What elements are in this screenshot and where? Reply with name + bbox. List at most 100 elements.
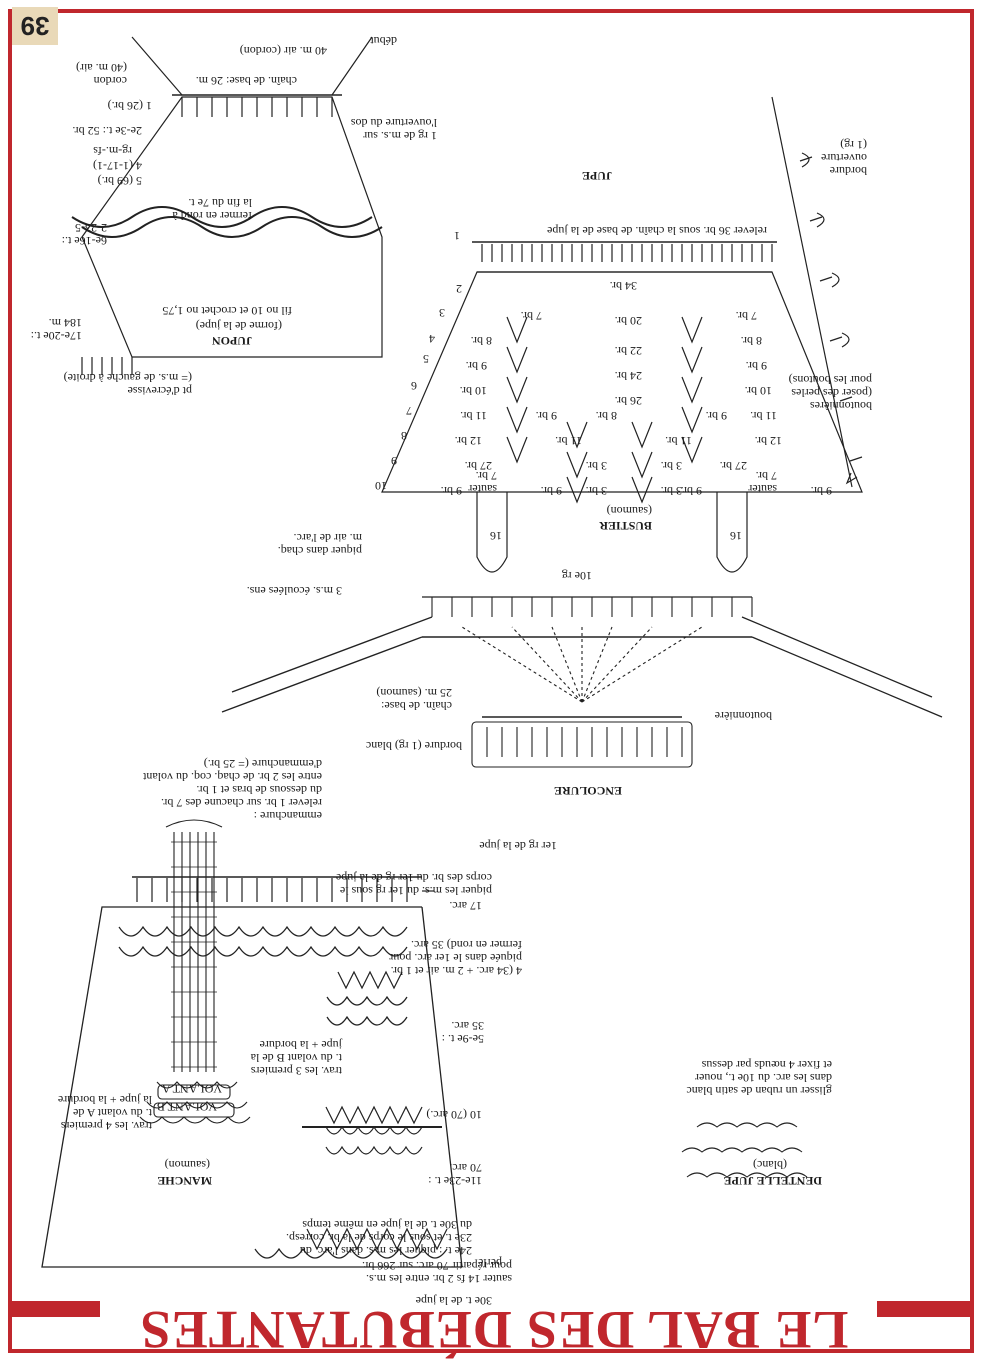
manche-subtitle: (saumon) bbox=[164, 1158, 210, 1172]
bustier-midright-8br: 8 br. bbox=[595, 409, 617, 423]
bustier-rownum-4: 4 bbox=[429, 332, 435, 346]
jupon-fil: fil no 10 et crochet no 1,75 bbox=[162, 304, 292, 318]
bustier-rownum-7: 7 bbox=[406, 404, 412, 418]
bustier-midright-11br: 11 br. bbox=[555, 434, 582, 448]
bustier-center-3: 24 br. bbox=[614, 369, 642, 383]
jupe-boutonnieres: boutonnières (poser des perles pour les … bbox=[788, 373, 872, 413]
jupon-r6-16: 6e-16e t.: 2-23-5 bbox=[61, 221, 107, 248]
dentelle-top-label: 1er rg de la jupe bbox=[479, 839, 557, 853]
encolure-base: chaîn. de base: 25 m. (saumon) bbox=[376, 686, 452, 713]
jupon-r1: 1 (26 br.) bbox=[107, 99, 152, 113]
encolure-diagram bbox=[221, 596, 943, 768]
jupon-chain-cordon: 40 m. air (cordon) bbox=[239, 44, 327, 58]
bustier-rownum-8: 8 bbox=[401, 429, 407, 443]
bustier-left-9br-b: 9 br. bbox=[745, 359, 767, 373]
bustier-rownum-5: 5 bbox=[423, 352, 429, 366]
encolure-bordure: bordure (1 rg) blanc bbox=[365, 739, 462, 753]
bustier-left-7br: 7 br. bbox=[735, 309, 757, 323]
title-band-right bbox=[10, 1301, 100, 1317]
legend-symbol-2: piquer dans chaq. m. air de l'arc. bbox=[277, 531, 362, 558]
dentelle-jupe-subtitle: (blanc) bbox=[753, 1158, 787, 1172]
page-number: 39 bbox=[12, 7, 58, 45]
jupon-diagram bbox=[71, 36, 383, 375]
bustier-midright-3br-b: 3 br. bbox=[585, 459, 607, 473]
jupon-subtitle: (forme de la jupe) bbox=[195, 319, 282, 333]
bustier-rownum-3: 3 bbox=[439, 306, 445, 320]
manche-note-volant-a: trav. les 4 premiers t. du volant A de l… bbox=[57, 1093, 152, 1133]
bustier-right-10br: 10 br. bbox=[459, 384, 487, 398]
legend-symbol-1: 3 m.s. écoulées ens. bbox=[246, 584, 342, 598]
bustier-subtitle: (saumon) bbox=[606, 504, 652, 518]
jupon-r23: 2e-3e t.: 52 br. bbox=[72, 124, 142, 138]
bustier-title: BUSTIER bbox=[599, 519, 652, 533]
dentelle-jupe-diagram bbox=[41, 876, 463, 1268]
bustier-center-1: 20 br. bbox=[614, 314, 642, 328]
encolure-title: ENCOLURE bbox=[553, 784, 622, 798]
manche-volant-a: VOLANT A bbox=[161, 1082, 222, 1096]
bustier-midleft-9br: 9 br. bbox=[680, 484, 702, 498]
bustier-right-11br: 11 br. bbox=[460, 409, 487, 423]
jupon-r17-20: 17e-20e t.: 184 m. bbox=[30, 316, 82, 343]
bustier-right-7br: 7 br. bbox=[520, 309, 542, 323]
jupon-debut: début bbox=[370, 34, 397, 48]
manche-title: MANCHE bbox=[157, 1174, 212, 1188]
dentelle-row2: 17 arc. bbox=[449, 899, 482, 913]
jupon-rgmfs: rg-m.-fs bbox=[93, 144, 132, 158]
bustier-right-12br: 12 br. bbox=[454, 434, 482, 448]
bustier-row34: 34 br. bbox=[609, 279, 637, 293]
bustier-right-8br: 8 br. bbox=[470, 334, 492, 348]
jupon-base: chaîn. de base: 26 m. bbox=[195, 74, 297, 88]
bustier-left-9br: 9 br. bbox=[810, 484, 832, 498]
dentelle-perle: perle bbox=[478, 1256, 502, 1270]
jupe-note-base: relever 36 br. sous la chaîn. de base de… bbox=[547, 224, 767, 238]
bustier-left-27br: 27 br. bbox=[719, 459, 747, 473]
page-title: LE BAL DES DÉBUTANTES bbox=[139, 1300, 849, 1360]
bustier-right-9br-b: 9 br. bbox=[465, 359, 487, 373]
bustier-rownum-2: 2 bbox=[456, 282, 462, 296]
bustier-left-8br: 8 br. bbox=[740, 334, 762, 348]
bustier-center-2: 22 br. bbox=[614, 344, 642, 358]
dentelle-jupe-title: DENTELLE JUPE bbox=[723, 1174, 822, 1188]
bustier-left-sauter: sauter 7 br. bbox=[748, 469, 777, 496]
jupon-title: JUPON bbox=[212, 334, 252, 348]
dentelle-note-row4: 4 (34 arc. + 2 m. air et 1 br. piquée da… bbox=[389, 938, 522, 978]
manche-stitches bbox=[139, 819, 251, 1124]
jupe-title: JUPE bbox=[582, 169, 612, 183]
dentelle-bottom: 30e t. de la jupe bbox=[415, 1294, 492, 1308]
title-band-left bbox=[877, 1301, 972, 1317]
jupon-r5: 5 (69 br.) bbox=[97, 174, 142, 188]
bustier-row16-left: 16 bbox=[730, 529, 742, 543]
bustier-rownum-6: 6 bbox=[411, 379, 417, 393]
bustier-midleft-3br: 3 br. bbox=[660, 484, 682, 498]
dentelle-rows-5-9: 5e-9e t. : 35 arc. bbox=[441, 1019, 484, 1046]
encolure-boutonniere: boutonnière bbox=[714, 709, 772, 723]
bustier-center-4: 26 br. bbox=[614, 394, 642, 408]
manche-volant-b: VOLANT B bbox=[156, 1100, 217, 1114]
bustier-midleft-9br-b: 9 br. bbox=[705, 409, 727, 423]
dentelle-note-row1: piquer les m.s. du 1er rg sous le corps … bbox=[335, 871, 492, 898]
dentelle-note-skip: sauter 14 fs 2 br. entre les m.s. pour r… bbox=[362, 1259, 512, 1286]
bustier-row16-right: 16 bbox=[490, 529, 502, 543]
bustier-right-27br: 27 br. bbox=[464, 459, 492, 473]
dentelle-row10: 10 (70 arc.) bbox=[426, 1108, 482, 1122]
bustier-midright-9br: 9 br. bbox=[535, 409, 557, 423]
manche-diagram bbox=[681, 1122, 808, 1178]
jupon-fermer: fermer en rond à la fin du 7e t. bbox=[172, 196, 252, 223]
bustier-left-12br: 12 br. bbox=[754, 434, 782, 448]
jupon-cordon: cordon (40 m. air) bbox=[76, 61, 127, 88]
jupe-bordure: bordure ouverture (1 rg) bbox=[821, 138, 867, 178]
page-frame bbox=[8, 9, 974, 1353]
dentelle-rows-11-23: 11e-23e t. : 70 arc. bbox=[428, 1161, 482, 1188]
bustier-rownum-9: 9 bbox=[391, 454, 397, 468]
manche-note-emmanchure: emmanchure : relever 1 br. sur chacune d… bbox=[143, 757, 322, 823]
bustier-jupe-diagram bbox=[381, 96, 863, 573]
jupon-ecrevisse: pt d'écrevisse (= m.s. de gauche à droit… bbox=[63, 371, 192, 398]
bustier-rownum-1: 1 bbox=[454, 229, 460, 243]
dentelle-note-24: 24e t. : piquer les m.s. dans l'arc. du … bbox=[286, 1218, 472, 1258]
bustier-midleft-11br: 11 br. bbox=[665, 434, 692, 448]
dentelle-note-ribbon: glisser un ruban de satin blanc dans les… bbox=[686, 1058, 832, 1098]
jupon-note-dos: 1 rg de m.s. sur l'ouverture du dos bbox=[350, 116, 437, 143]
